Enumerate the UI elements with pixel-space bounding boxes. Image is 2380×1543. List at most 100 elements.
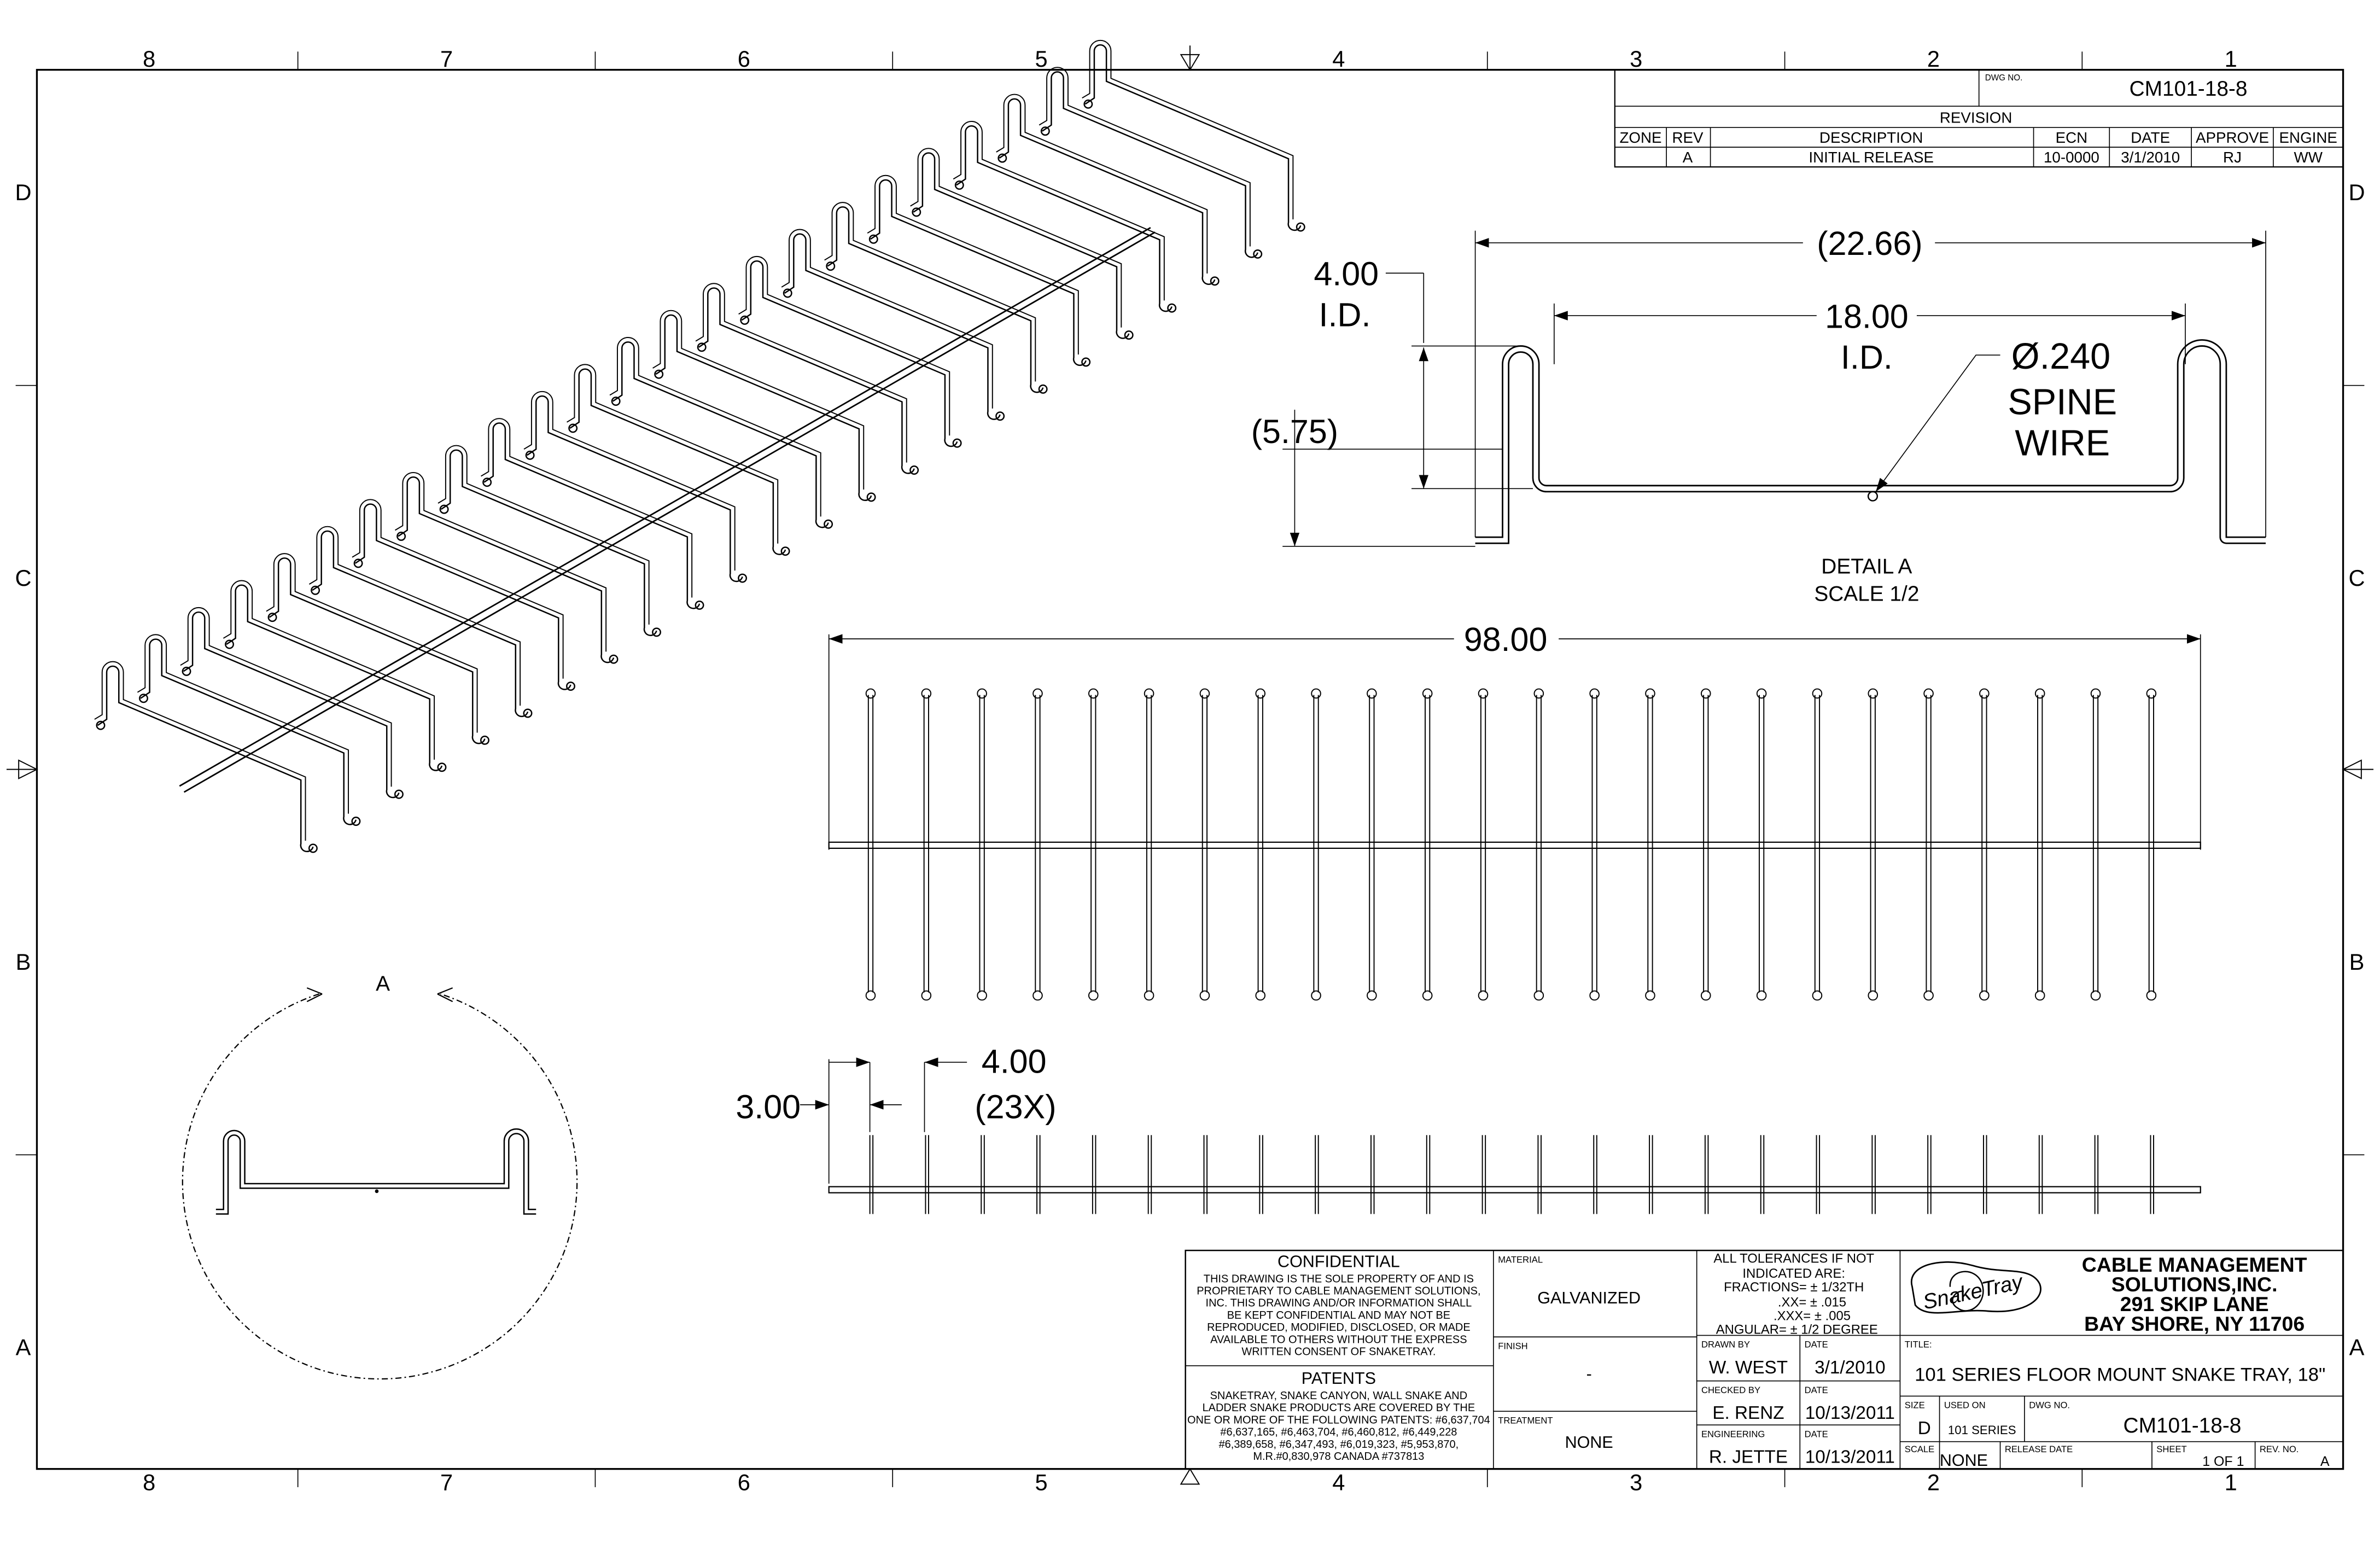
top-rung bbox=[1814, 695, 1821, 993]
top-rung-eye bbox=[977, 688, 987, 699]
top-rung bbox=[979, 695, 985, 993]
top-rung-eye bbox=[1478, 688, 1489, 699]
iso-rung-eye bbox=[566, 682, 575, 691]
iso-rung bbox=[784, 233, 1001, 420]
top-rung-eye bbox=[1367, 990, 1377, 1001]
iso-rung-eye bbox=[1210, 276, 1220, 286]
detail-spine-diameter: Ø.240 bbox=[2011, 336, 2110, 377]
top-rung-eye bbox=[1700, 990, 1711, 1001]
iso-rung-edge bbox=[308, 526, 521, 706]
detail-spine-label-1: SPINE bbox=[2008, 382, 2117, 422]
top-rung-eye bbox=[1923, 688, 1934, 699]
side-rung bbox=[1426, 1135, 1431, 1214]
iso-rung-eye bbox=[998, 153, 1007, 163]
detail-id-width-value: 18.00 bbox=[1825, 298, 1909, 335]
side-rung bbox=[1315, 1135, 1319, 1214]
tolerance-line: ALL TOLERANCES IF NOT bbox=[1713, 1251, 1874, 1266]
col-label-bottom: 2 bbox=[1927, 1469, 1940, 1495]
top-rung-eye bbox=[1199, 688, 1210, 699]
top-rung-eye bbox=[865, 688, 876, 699]
detail-id-height-value: 4.00 bbox=[1314, 255, 1379, 293]
tolerance-line: .XXX= ± .005 bbox=[1774, 1309, 1851, 1324]
iso-rung-eye bbox=[182, 666, 191, 676]
checked-by-name: E. RENZ bbox=[1712, 1403, 1784, 1423]
side-rung bbox=[1704, 1135, 1709, 1214]
iso-rung-eye bbox=[1124, 330, 1134, 340]
iso-rung-eye bbox=[311, 585, 320, 595]
top-rung bbox=[1758, 695, 1765, 993]
top-rung bbox=[1035, 695, 1041, 993]
section-a-profile bbox=[215, 1133, 536, 1215]
iso-rung-eye bbox=[1038, 384, 1048, 394]
iso-rung bbox=[398, 476, 615, 663]
iso-rung-eye bbox=[909, 465, 919, 475]
iso-rung-eye bbox=[525, 450, 535, 460]
checked-date-label: DATE bbox=[1805, 1385, 1828, 1395]
side-rung bbox=[869, 1135, 874, 1214]
confidential-line: PROPRIETARY TO CABLE MANAGEMENT SOLUTION… bbox=[1197, 1285, 1480, 1297]
iso-rung-eye bbox=[1040, 126, 1050, 136]
iso-rung bbox=[483, 422, 701, 609]
size-label: SIZE bbox=[1905, 1400, 1925, 1411]
detail-overall-width: (22.66) bbox=[1817, 225, 1922, 262]
detail-title: DETAIL A bbox=[1821, 555, 1912, 579]
side-view-spine bbox=[828, 1186, 2201, 1193]
rev-header-description: DESCRIPTION bbox=[1819, 129, 1923, 146]
iso-rung-edge bbox=[824, 202, 1036, 382]
detail-id-height-unit: I.D. bbox=[1319, 296, 1371, 333]
iso-rung-edge bbox=[781, 229, 993, 409]
top-rung-eye bbox=[865, 990, 876, 1001]
iso-rung bbox=[655, 314, 872, 501]
border-column-ticks bbox=[297, 51, 2083, 1487]
col-label-top: 4 bbox=[1332, 46, 1345, 72]
side-rung bbox=[925, 1135, 929, 1214]
patents-line: SNAKETRAY, SNAKE CANYON, WALL SNAKE AND bbox=[1210, 1390, 1468, 1402]
iso-rung-eye bbox=[139, 694, 148, 703]
border-row-ticks bbox=[15, 385, 2365, 1156]
drawn-date-label: DATE bbox=[1805, 1340, 1828, 1350]
dwg-no-top: CM101-18-8 bbox=[2130, 77, 2248, 101]
top-rung bbox=[1313, 695, 1319, 993]
iso-rung-eye bbox=[482, 478, 492, 487]
detail-spine-label-2: WIRE bbox=[2015, 423, 2110, 463]
top-rung-eye bbox=[1533, 688, 1544, 699]
iso-rung bbox=[1084, 44, 1302, 231]
dwg-no-bottom: CM101-18-8 bbox=[2124, 1414, 2242, 1437]
spine-wire-section bbox=[1867, 491, 1879, 502]
sheet-number: 1 OF 1 bbox=[2202, 1454, 2244, 1469]
col-label-bottom: 8 bbox=[143, 1469, 155, 1495]
iso-rung bbox=[97, 665, 314, 852]
iso-rung-eye bbox=[954, 180, 964, 190]
top-rung-eye bbox=[1756, 688, 1767, 699]
patents-line: LADDER SNAKE PRODUCTS ARE COVERED BY THE bbox=[1203, 1402, 1475, 1414]
iso-rung bbox=[870, 179, 1087, 366]
iso-rung bbox=[612, 341, 829, 528]
border-row-labels: D C B A D C B A bbox=[15, 179, 2365, 1360]
top-rung-eye bbox=[1367, 688, 1377, 699]
top-rung-eye bbox=[1868, 688, 1879, 699]
rev-no-value: A bbox=[2320, 1454, 2330, 1469]
iso-rung bbox=[183, 612, 400, 799]
top-rung-eye bbox=[1088, 990, 1099, 1001]
used-on-label: USED ON bbox=[1944, 1400, 1986, 1411]
iso-rung bbox=[312, 530, 529, 718]
checked-by-label: CHECKED BY bbox=[1701, 1385, 1760, 1395]
side-rung bbox=[1593, 1135, 1597, 1214]
iso-rung-eye bbox=[866, 492, 876, 502]
rev-cell-rev: A bbox=[1683, 149, 1693, 166]
iso-rung bbox=[440, 449, 657, 636]
iso-rung-eye bbox=[738, 573, 748, 583]
top-rung-eye bbox=[2034, 688, 2045, 699]
drawn-by-name: W. WEST bbox=[1709, 1358, 1788, 1378]
iso-rung-edge bbox=[481, 418, 693, 598]
top-rung-eye bbox=[1255, 688, 1266, 699]
top-rung-eye bbox=[2146, 688, 2157, 699]
col-label-top: 2 bbox=[1927, 46, 1940, 72]
confidential-title: CONFIDENTIAL bbox=[1278, 1253, 1400, 1271]
top-rung-eye bbox=[1311, 688, 1321, 699]
side-rung bbox=[1147, 1135, 1152, 1214]
iso-rung-eye bbox=[480, 735, 489, 745]
col-label-top: 8 bbox=[143, 46, 155, 72]
tolerance-line: INDICATED ARE: bbox=[1742, 1266, 1845, 1281]
